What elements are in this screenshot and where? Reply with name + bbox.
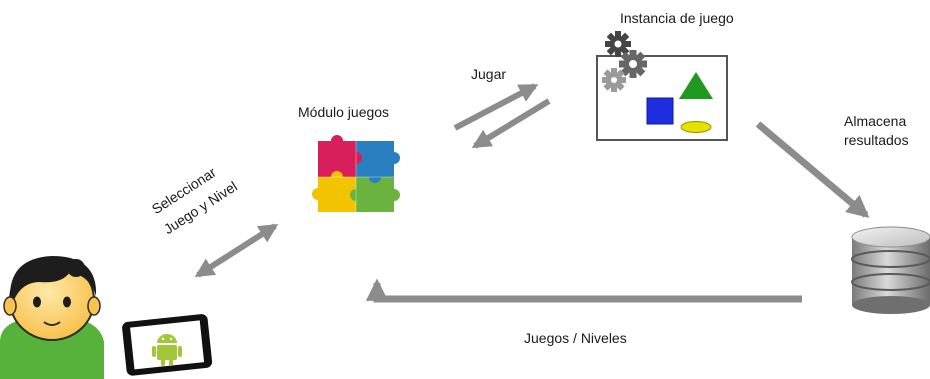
tablet	[122, 314, 213, 376]
arrow-store-results	[755, 121, 870, 218]
label-juegos-niveles: Juegos / Niveles	[524, 330, 627, 346]
game-instance	[596, 55, 728, 141]
label-modulo-juegos: Módulo juegos	[298, 104, 390, 120]
user-with-tablet-icon	[0, 256, 213, 379]
label-jugar: Jugar	[471, 66, 507, 82]
arrow-select-game-level	[194, 223, 279, 278]
label-resultados: resultados	[844, 132, 909, 148]
android-icon	[152, 334, 182, 366]
gears-icon	[602, 31, 647, 92]
user-shirt	[0, 318, 104, 379]
arrow-return-from-instance	[471, 98, 551, 149]
puzzle-icon	[312, 135, 400, 212]
square-shape	[646, 97, 674, 125]
ellipse-shape	[680, 121, 712, 133]
label-almacena: Almacena	[844, 113, 907, 129]
triangle-shape	[679, 72, 713, 99]
label-instancia-de-juego: Instancia de juego	[620, 10, 734, 26]
arrow-jugar	[453, 83, 539, 131]
database-icon	[851, 226, 930, 314]
arrow-juegos-niveles	[365, 278, 802, 303]
